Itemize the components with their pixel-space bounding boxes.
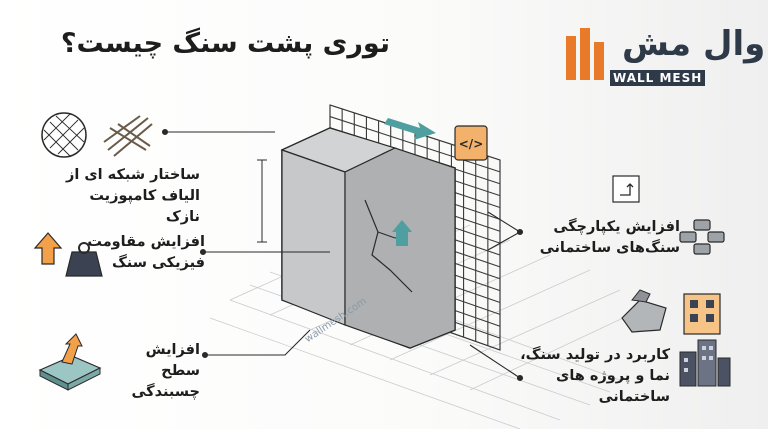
stone-block-icon bbox=[621, 289, 667, 333]
page-title: توری پشت سنگ چیست؟ bbox=[60, 28, 390, 59]
feature-adhesion: افزایش سطح چسبندگی bbox=[131, 342, 200, 400]
stone-block bbox=[280, 127, 456, 349]
svg-text:</>: </> bbox=[459, 137, 484, 151]
buildings-icon bbox=[679, 339, 731, 387]
small-badge bbox=[612, 175, 640, 203]
surface-adhesion-icon bbox=[38, 333, 102, 391]
leader-lines bbox=[161, 128, 524, 382]
feature-applications: کاربرد در تولید سنگ، نما و پروژه های ساخ… bbox=[520, 347, 670, 405]
code-badge: </> bbox=[454, 125, 488, 161]
facade-icon bbox=[683, 293, 721, 335]
dimension-lines bbox=[240, 131, 275, 243]
mesh-circle-icon bbox=[41, 112, 87, 158]
brand-name-en: WALL MESH bbox=[610, 70, 706, 86]
feature-integrity: افزایش یکپارچگی سنگ‌های ساختمانی bbox=[539, 219, 680, 256]
feature-strength: افزایش مقاومت فیزیکی سنگ bbox=[87, 234, 205, 271]
strength-arrow-icon bbox=[33, 232, 63, 265]
brand-name-fa: وال مش bbox=[622, 24, 766, 64]
weight-icon bbox=[65, 242, 103, 277]
feature-mesh-structure: ساختار شبکه ای از الیاف کامپوزیت نازک bbox=[66, 167, 200, 225]
stone-tiles-icon bbox=[679, 219, 725, 255]
teal-arrow-top bbox=[384, 118, 436, 140]
mesh-line bbox=[329, 116, 501, 173]
brand-logo-icon bbox=[566, 28, 604, 80]
teal-arrow-up bbox=[392, 220, 412, 246]
fiber-strands-icon bbox=[103, 115, 153, 157]
